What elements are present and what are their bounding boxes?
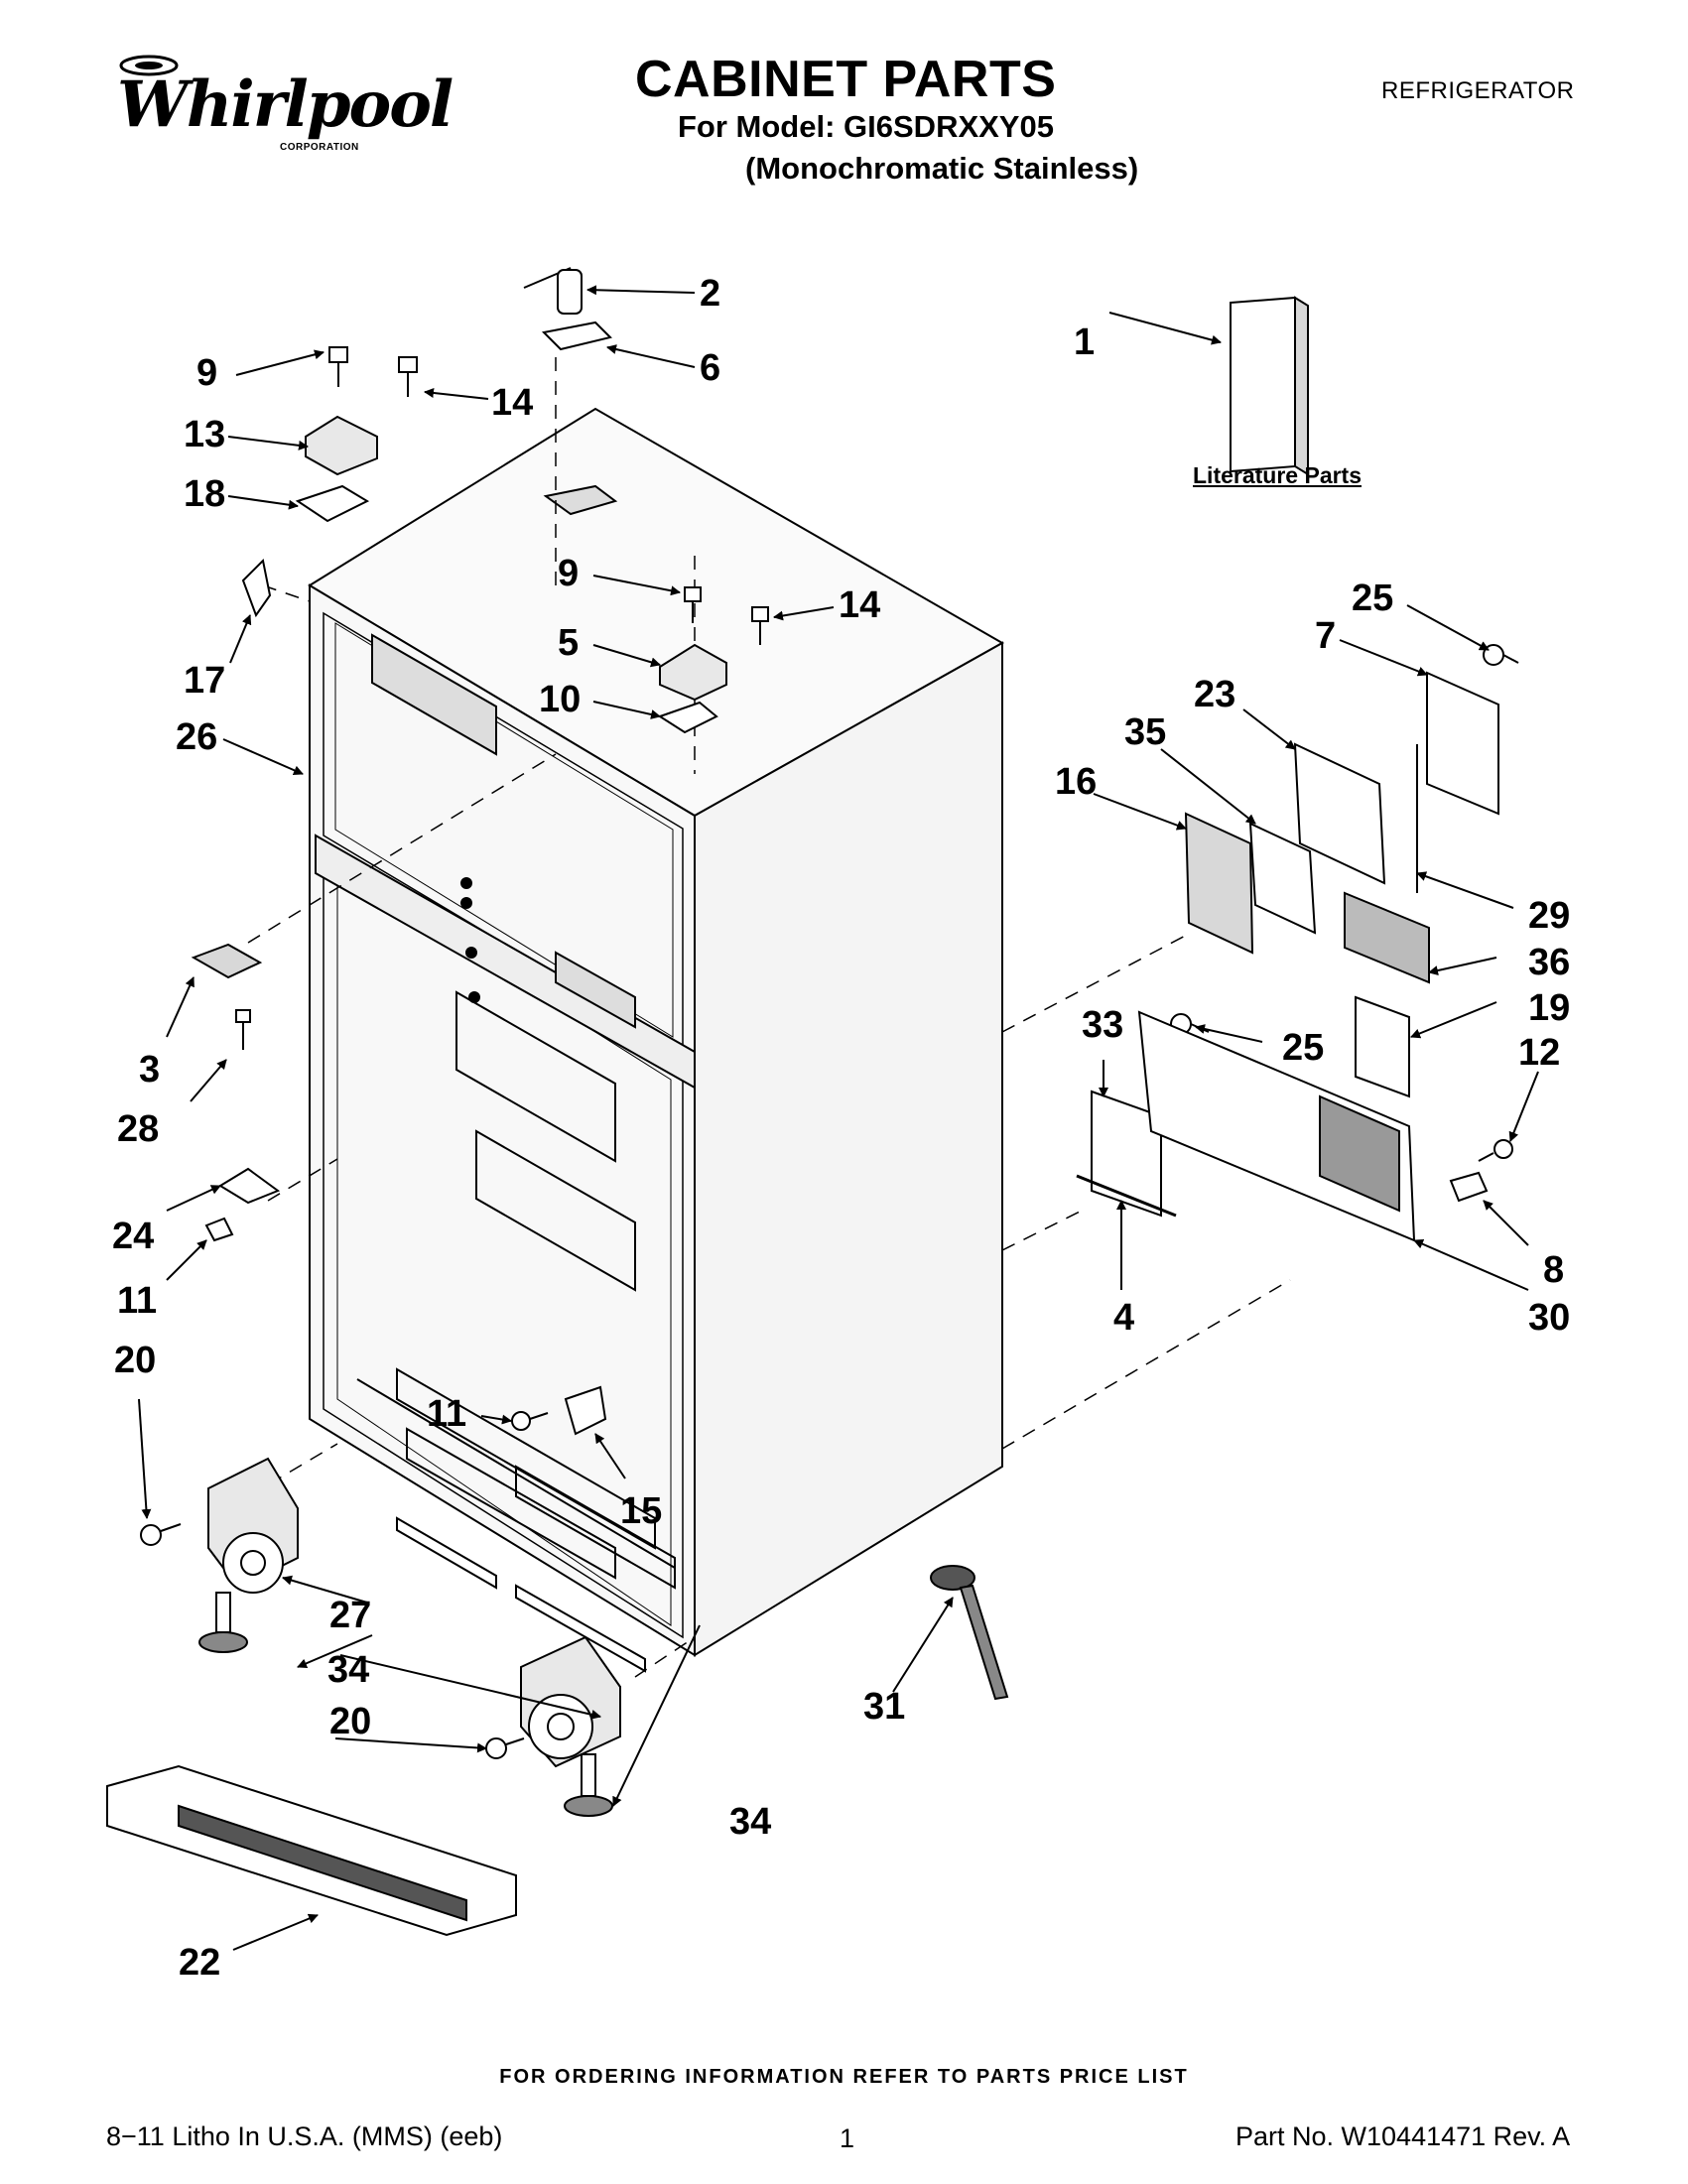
model-line: For Model: GI6SDRXXY05 <box>678 109 1054 144</box>
screw-12-icon <box>1478 1139 1513 1162</box>
literature-parts-label: Literature Parts <box>1193 462 1363 488</box>
literature-booklet-icon <box>1230 296 1309 476</box>
callout-7: 7 <box>1315 615 1336 657</box>
part-drawings <box>106 267 1519 1937</box>
callout-23: 23 <box>1194 674 1235 715</box>
callout-26: 26 <box>176 716 217 758</box>
cover-frame-7-icon <box>1426 671 1499 816</box>
callout-2: 2 <box>700 273 720 315</box>
callout-4: 4 <box>1113 1297 1134 1339</box>
page-number: 1 <box>840 2123 855 2153</box>
screw-9-icon <box>328 346 348 387</box>
seal-strip-4-icon <box>1076 1174 1177 1218</box>
callout-9b: 9 <box>558 553 579 594</box>
callout-14: 14 <box>491 382 533 424</box>
callout-17: 17 <box>184 660 225 702</box>
clip-17-icon <box>241 558 272 618</box>
screw-14-icon <box>398 356 418 397</box>
logo-swirl-icon <box>119 55 179 76</box>
callout-3: 3 <box>139 1049 160 1091</box>
callouts: 1 2 6 9 14 13 18 17 26 9 14 5 10 3 28 24… <box>112 273 1570 1984</box>
callout-22: 22 <box>179 1942 220 1984</box>
callout-29: 29 <box>1528 895 1570 937</box>
callout-18: 18 <box>184 473 225 515</box>
hinge-5-icon <box>659 643 727 702</box>
callout-27: 27 <box>329 1595 371 1636</box>
callout-13: 13 <box>184 414 225 455</box>
screw-20-icon <box>140 1523 182 1546</box>
callout-5: 5 <box>558 622 579 664</box>
callout-16: 16 <box>1055 761 1097 803</box>
hinge-cover-icon <box>541 321 612 351</box>
plate-23-icon <box>1293 742 1386 885</box>
callout-11: 11 <box>117 1280 157 1322</box>
callout-9: 9 <box>196 352 217 394</box>
control-board-36-icon <box>1344 891 1430 984</box>
brand-corporation: CORPORATION <box>280 142 359 153</box>
callout-31: 31 <box>863 1686 905 1728</box>
callout-14b: 14 <box>839 584 880 626</box>
bracket-10-icon <box>657 701 718 734</box>
leader-arrows <box>138 285 1539 1951</box>
filter-pad-33-icon <box>1091 1090 1162 1218</box>
electrical-box-16-icon <box>1184 812 1254 955</box>
callout-10: 10 <box>539 679 581 720</box>
bracket-18-icon <box>295 484 370 523</box>
appliance-category: REFRIGERATOR <box>1381 77 1575 104</box>
page-title: CABINET PARTS <box>635 51 1057 108</box>
ordering-note: FOR ORDERING INFORMATION REFER TO PARTS … <box>499 2066 1189 2088</box>
callout-19: 19 <box>1528 987 1570 1029</box>
cabinet-shell <box>308 407 1005 1673</box>
screw-11b-icon <box>511 1411 549 1431</box>
leveling-leg-icon <box>198 1592 248 1653</box>
leveling-leg-b-icon <box>564 1753 613 1817</box>
callout-25b: 25 <box>1282 1027 1324 1069</box>
cover-19-icon <box>1355 995 1410 1098</box>
roller-assembly-icon <box>207 1457 299 1594</box>
callout-11b: 11 <box>427 1393 466 1435</box>
hinge-13-icon <box>305 415 378 476</box>
brand-word: Whirlpool <box>117 67 454 142</box>
callout-28: 28 <box>117 1108 159 1150</box>
callout-8: 8 <box>1543 1249 1564 1291</box>
base-grille-icon <box>106 1764 517 1937</box>
callout-34b: 34 <box>729 1801 771 1843</box>
screw-11-icon <box>204 1217 234 1242</box>
callout-20: 20 <box>114 1340 156 1381</box>
callout-36: 36 <box>1528 942 1570 983</box>
litho-line: 8−11 Litho In U.S.A. (MMS) (eeb) <box>106 2121 503 2151</box>
clip-15-icon <box>564 1385 607 1436</box>
callout-1: 1 <box>1074 321 1095 363</box>
screw-28-icon <box>235 1009 251 1050</box>
screw-9b-icon <box>684 586 702 623</box>
insulator-35-icon <box>1248 822 1317 935</box>
variant-line: (Monochromatic Stainless) <box>745 151 1139 186</box>
screw-20b-icon <box>485 1737 525 1759</box>
part-number: Part No. W10441471 Rev. A <box>1235 2121 1571 2151</box>
wrench-31-icon <box>930 1565 1009 1701</box>
callout-35: 35 <box>1124 711 1166 753</box>
whirlpool-logo: Whirlpool CORPORATION <box>109 50 454 159</box>
callout-30: 30 <box>1528 1297 1570 1339</box>
screw-25-icon <box>1483 644 1519 666</box>
callout-33: 33 <box>1082 1004 1123 1046</box>
clip-24-icon <box>218 1167 281 1205</box>
callout-24: 24 <box>112 1216 154 1257</box>
hinge-pin-icon <box>523 267 583 315</box>
clamp-8-icon <box>1449 1171 1489 1203</box>
callout-12: 12 <box>1518 1032 1560 1074</box>
callout-20b: 20 <box>329 1701 371 1742</box>
callout-34: 34 <box>327 1649 369 1691</box>
callout-25: 25 <box>1352 578 1393 619</box>
screw-14b-icon <box>751 606 769 645</box>
callout-15: 15 <box>620 1490 662 1532</box>
mount-3-icon <box>191 943 263 979</box>
callout-6: 6 <box>700 347 720 389</box>
